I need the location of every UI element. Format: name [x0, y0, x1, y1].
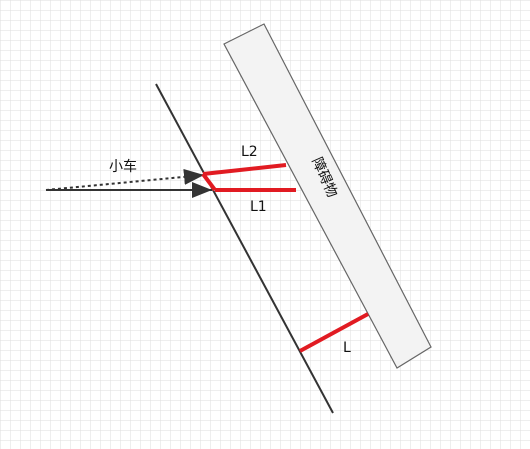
l-measure-line	[299, 312, 369, 353]
car-path-line	[155, 83, 334, 414]
car-label: 小车	[109, 158, 137, 175]
l-label: L	[343, 340, 351, 356]
obstacle-block	[223, 23, 432, 369]
l2-measure-line	[202, 163, 287, 176]
l2-label: L2	[241, 144, 258, 160]
l1-label: L1	[250, 199, 267, 215]
l1-connector-line	[201, 172, 217, 192]
car-arrow-dotted	[45, 168, 205, 191]
